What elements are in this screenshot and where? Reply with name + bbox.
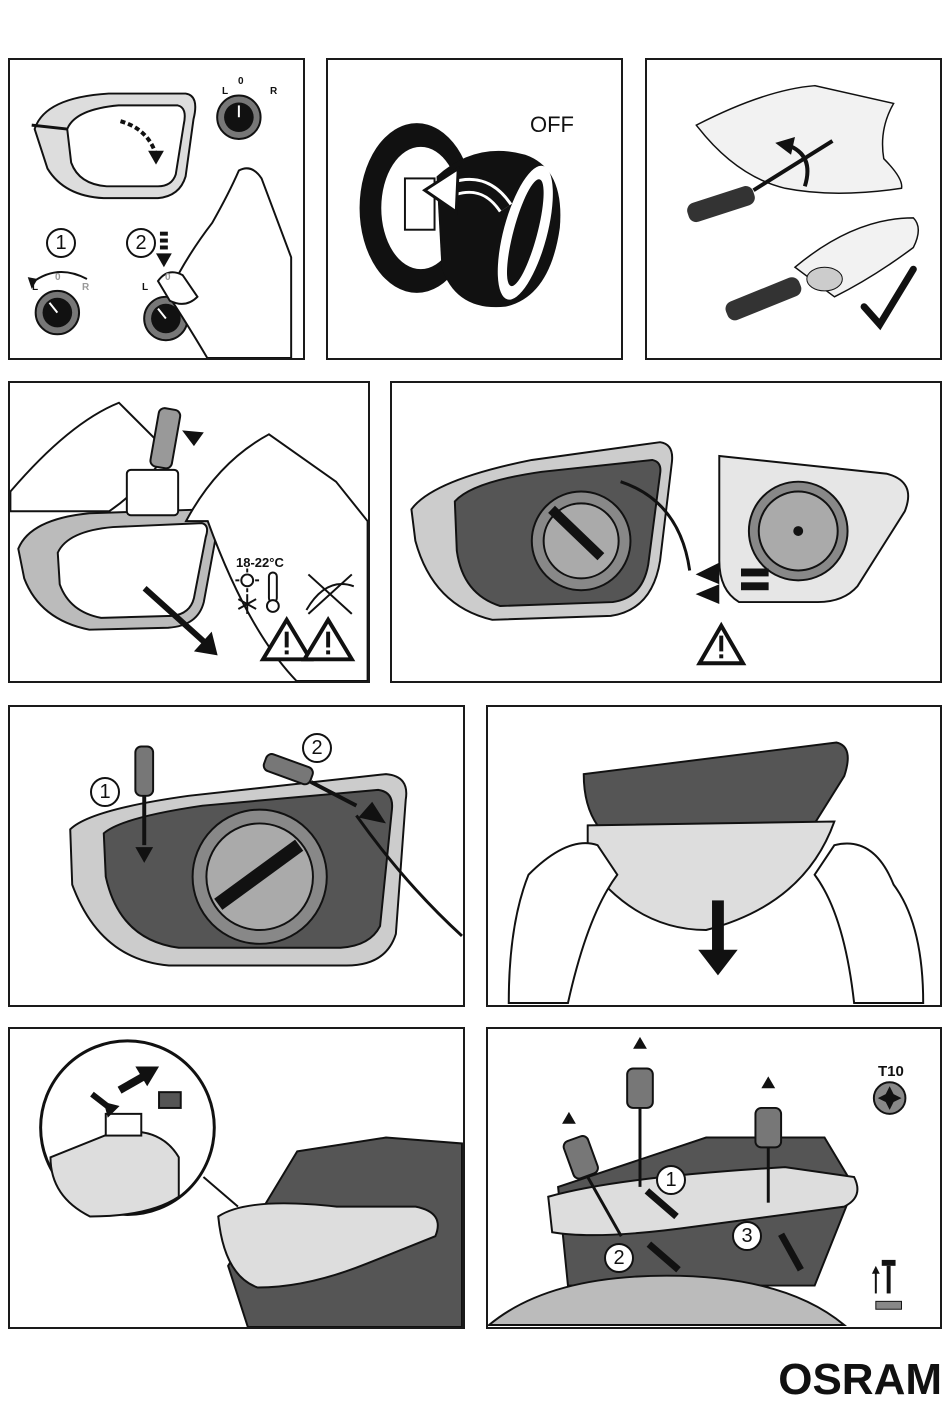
panel-step-4-remove-glass: 18-22°C: [8, 381, 370, 683]
dial-label-zero: 0: [238, 76, 244, 87]
switch-off-illustration: [328, 60, 621, 358]
step-number-3: 3: [732, 1221, 762, 1251]
step-number-2: 2: [126, 228, 156, 258]
off-label: OFF: [530, 112, 574, 138]
temperature-label: 18-22°C: [236, 555, 284, 570]
release-clips-illustration: [10, 707, 463, 1005]
disconnect-heating-illustration: [392, 383, 940, 681]
screw-icon: [872, 1260, 902, 1309]
dial-label-r: R: [270, 86, 277, 97]
dial-label-l: L: [222, 86, 228, 97]
panel-step-2-switch-off: OFF: [326, 58, 623, 360]
remove-glass-illustration: [10, 383, 368, 681]
dial-left-label-zero: 0: [55, 272, 61, 283]
disconnect-indicator-illustration: [10, 1029, 463, 1327]
thermometer-icon: [267, 572, 279, 611]
dial-right-label-zero: 0: [165, 272, 171, 283]
step-number-2: 2: [604, 1243, 634, 1273]
tool-label-t10: T10: [878, 1063, 904, 1080]
remove-cover-illustration: [488, 707, 940, 1005]
panel-step-5-disconnect-heating: [390, 381, 942, 683]
panel-step-8-disconnect-indicator: [8, 1027, 465, 1329]
dial-left-label-r: R: [82, 282, 89, 293]
step-number-1: 1: [90, 777, 120, 807]
dial-left-label-l: L: [32, 282, 38, 293]
panel-step-6-release-clips: 1 2: [8, 705, 465, 1007]
torx-t10-icon: [874, 1082, 906, 1114]
osram-logo: OSRAM: [778, 1355, 942, 1405]
panel-step-7-remove-cover: [486, 705, 942, 1007]
mirror-adjust-illustration: [10, 60, 303, 358]
polarity-warning-icon: [700, 626, 743, 663]
panel-step-9-unscrew-indicator: T10 1 2 3: [486, 1027, 942, 1329]
dial-right-label-l: L: [142, 282, 148, 293]
step-number-1: 1: [46, 228, 76, 258]
protected-screwdriver-illustration: [647, 60, 940, 358]
panel-step-3-protect-tool: [645, 58, 942, 360]
step-number-2: 2: [302, 733, 332, 763]
unscrew-indicator-illustration: [488, 1029, 940, 1327]
step-number-1: 1: [656, 1165, 686, 1195]
panel-step-1-adjust-mirror: L 0 R 1 2 L 0 R L 0: [8, 58, 305, 360]
